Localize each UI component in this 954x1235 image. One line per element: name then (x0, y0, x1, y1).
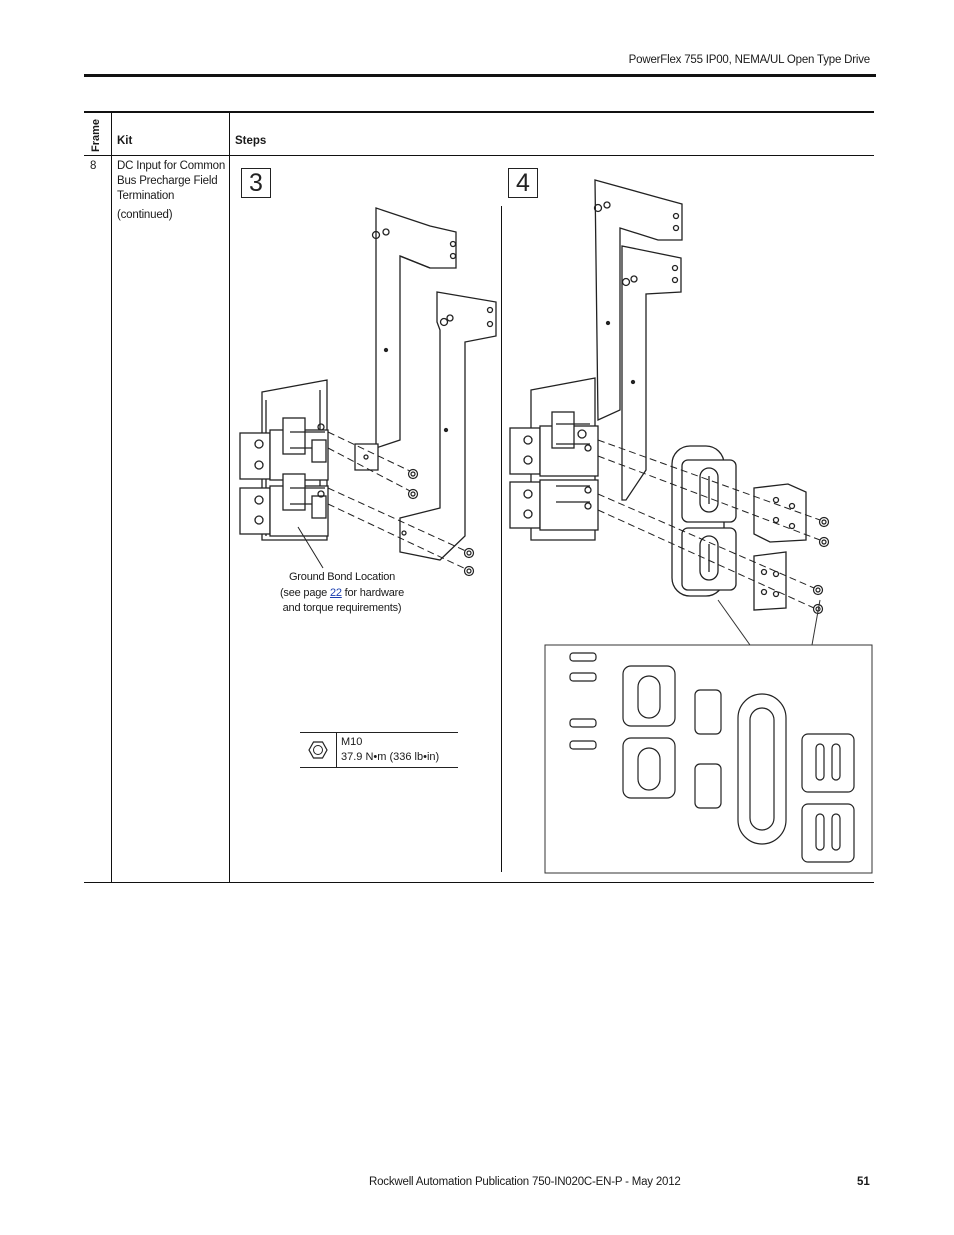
torque-spec-box: M10 37.9 N•m (336 lb•in) (300, 732, 458, 768)
kit-description: DC Input for Common Bus Precharge Field … (117, 159, 227, 223)
callout-line-2: (see page 22 for hardware (262, 586, 422, 602)
column-divider-2 (229, 111, 230, 882)
running-header: PowerFlex 755 IP00, NEMA/UL Open Type Dr… (628, 54, 871, 66)
column-header-steps: Steps (235, 135, 267, 147)
header-rule (84, 74, 876, 77)
frame-value: 8 (90, 160, 97, 172)
kit-line: DC Input for Common (117, 160, 226, 172)
callout-line-1: Ground Bond Location (288, 571, 396, 583)
torque-size: M10 (341, 736, 363, 748)
kit-note: (continued) (117, 209, 173, 221)
callout-line-3: and torque requirements) (282, 602, 402, 614)
torque-value: 37.9 N•m (336 lb•in) (341, 751, 440, 763)
page-number: 51 (857, 1176, 870, 1188)
kit-line: Termination (117, 190, 175, 202)
ground-bond-callout: Ground Bond Location (see page 22 for ha… (262, 570, 422, 617)
callout-suffix: for hardware (341, 586, 405, 599)
table-bottom-rule (84, 882, 874, 883)
kit-line: Bus Precharge Field (117, 175, 218, 187)
column-divider-1 (111, 111, 112, 882)
table-header-rule (84, 155, 874, 156)
column-header-kit: Kit (117, 135, 133, 147)
step-divider (501, 206, 502, 872)
table-top-rule (84, 111, 874, 113)
step-3-number: 3 (241, 168, 271, 198)
step-4-number: 4 (508, 168, 538, 198)
torque-text: M10 37.9 N•m (336 lb•in) (341, 735, 439, 765)
hex-nut-icon (300, 733, 337, 767)
footer-publication: Rockwell Automation Publication 750-IN02… (369, 1176, 681, 1188)
callout-prefix: (see page (279, 586, 330, 599)
page-22-link[interactable]: 22 (329, 586, 342, 599)
